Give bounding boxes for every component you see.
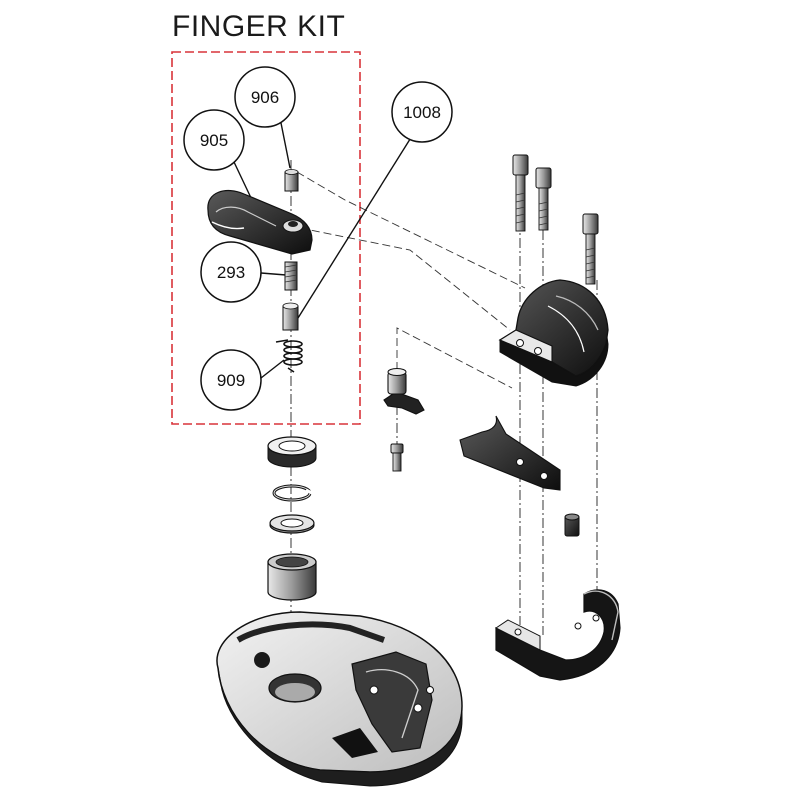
finger-kit-boundary: [171, 51, 361, 425]
retaining-clip: [272, 484, 315, 502]
callout-905-label: 905: [200, 131, 228, 150]
base-plate: [216, 611, 463, 787]
callout-1008: 1008: [297, 81, 453, 319]
callout-906: 906: [234, 66, 296, 169]
callout-909-label: 909: [217, 371, 245, 390]
lower-finger-guard: [495, 589, 621, 681]
callout-293: 293: [200, 241, 287, 303]
washer: [269, 514, 315, 534]
assembly-axes: [290, 160, 598, 690]
upper-housing: [498, 279, 609, 387]
leader-paths: [296, 171, 526, 389]
callout-293-label: 293: [217, 263, 245, 282]
callout-906-label: 906: [251, 88, 279, 107]
small-cam-part: [383, 368, 425, 415]
blade-plate: [459, 415, 561, 491]
small-screw: [390, 443, 404, 472]
sleeve-bearing: [267, 553, 317, 601]
long-bolt-1: [512, 154, 529, 232]
spacer-ring: [267, 436, 317, 468]
long-bolt-2: [535, 167, 552, 231]
part-906-pin: [284, 169, 299, 192]
callout-909: 909: [200, 349, 285, 411]
long-bolt-3: [582, 213, 599, 285]
part-1008-bushing: [282, 302, 299, 331]
grub-screw: [564, 513, 580, 537]
part-905-finger-lever: [207, 189, 313, 255]
callout-1008-label: 1008: [403, 103, 441, 122]
callout-905: 905: [183, 109, 253, 201]
part-293-set-screw: [284, 261, 298, 291]
diagram-title: FINGER KIT: [172, 10, 346, 43]
part-909-spring: [275, 339, 303, 373]
